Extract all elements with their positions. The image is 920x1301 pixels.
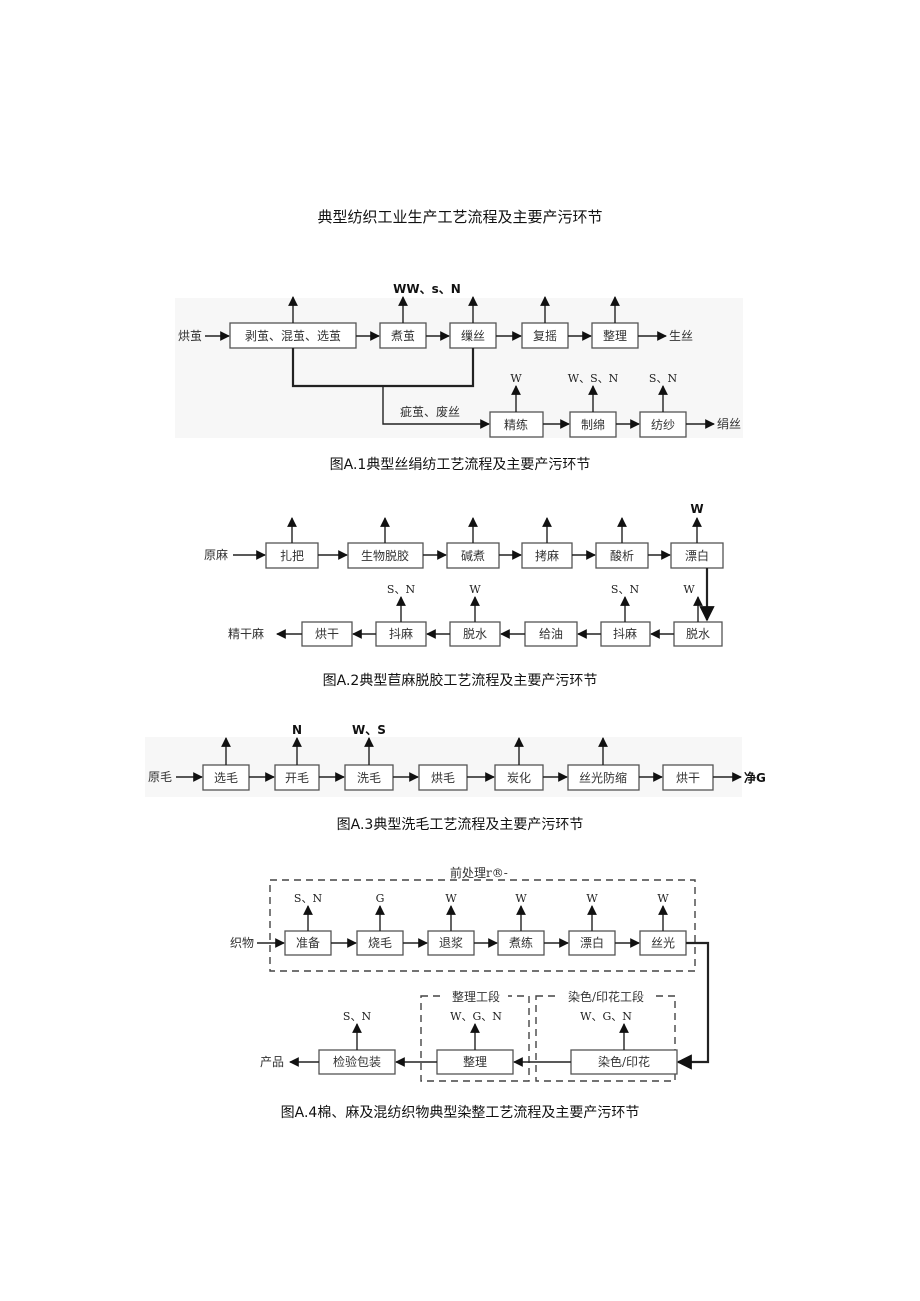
fig1-branch-label: 疵茧、废丝: [400, 404, 460, 419]
fig1-caption: 图A.1典型丝绢纺工艺流程及主要产污环节: [329, 457, 591, 473]
fig1-node-rereeling: [521, 322, 569, 349]
fig2-node-label: 生物脱胶: [361, 548, 409, 563]
fig2-node-label: 拷麻: [535, 548, 559, 563]
fig1-node-label: 复摇: [533, 329, 557, 343]
fig2-bottom-pollutant: W: [683, 583, 695, 596]
fig3-pollutant: N: [292, 723, 302, 737]
fig4-section-finish: 整理工段: [452, 989, 500, 1004]
fig4-pre-pollutant: W: [445, 892, 457, 905]
fig3-node-final-drying: [662, 764, 714, 791]
fig3-node-label: 开毛: [285, 771, 309, 785]
fig4-node-dyeing-printing: [570, 1049, 678, 1075]
fig2-caption: 图A.2典型苣麻脱胶工艺流程及主要产污环节: [322, 673, 598, 689]
fig2-input: 原麻: [204, 547, 228, 562]
figure-a3: 原毛 选毛 开毛 洗毛 烘毛 炭化 丝光防缩 烘干 净G N W、S: [145, 723, 766, 797]
fig3-node-opening: [274, 764, 320, 791]
fig4-pre-pollutant: W: [657, 892, 669, 905]
fig2-node-label: 漂白: [685, 548, 709, 563]
fig1-node-label: 整理: [603, 328, 627, 343]
fig4-finish-pollutant: W、G、N: [450, 1010, 502, 1023]
fig3-node-drying: [418, 764, 468, 791]
fig4-pre-pollutant: S、N: [294, 892, 323, 905]
fig2-node-bundling: [265, 542, 319, 569]
fig4-section-pre: 前处理r®-: [450, 865, 508, 880]
fig1-branch-node-label: 制绵: [581, 418, 605, 432]
fig4-dye-pollutant: W、G、N: [580, 1010, 632, 1023]
fig4-pre-pollutant: W: [515, 892, 527, 905]
fig4-pre-pollutant: G: [376, 892, 385, 905]
fig1-output: 生丝: [669, 329, 693, 343]
fig3-node-label: 炭化: [507, 771, 531, 785]
fig2-bottom-pollutant: W: [469, 583, 481, 596]
fig3-caption: 图A.3典型洗毛工艺流程及主要产污环节: [336, 817, 584, 833]
figure-a1: 烘茧 剥茧、混茧、选茧 煮茧 缫丝 复摇 整理 生丝 WW、s、N 疵茧、废丝 …: [175, 282, 743, 438]
fig3-pollutant: W、S: [352, 723, 386, 737]
fig2-output: 精干麻: [228, 626, 264, 641]
fig3-node-label: 丝光防缩: [579, 770, 627, 785]
fig4-pre-node-label: 烧毛: [368, 936, 392, 950]
fig2-node-label: 酸析: [610, 548, 634, 563]
fig2-node-label: 扎把: [280, 549, 304, 563]
fig4-caption: 图A.4棉、麻及混纺织物典型染整工艺流程及主要产污环节: [280, 1105, 640, 1121]
fig3-node-label: 烘毛: [431, 771, 455, 785]
page-title: 典型纺织工业生产工艺流程及主要产污环节: [317, 208, 603, 226]
fig3-output: 净G: [744, 770, 766, 785]
fig4-node-singeing: [356, 930, 404, 956]
fig2-node-label: 烘干: [315, 627, 339, 641]
fig4-pre-node-label: 煮练: [509, 935, 533, 950]
fig4-pack-pollutant: S、N: [343, 1010, 372, 1023]
fig1-branch-pollutant: W、S、N: [568, 372, 619, 385]
fig4-node-preparation: [284, 930, 332, 956]
fig2-node-shaking-2: [600, 621, 651, 647]
fig4-pretreatment-section: [269, 879, 696, 972]
fig3-node-label: 烘干: [676, 771, 700, 785]
fig4-input: 织物: [230, 936, 254, 950]
fig1-node-spinning: [639, 411, 687, 438]
fig2-node-bleaching: [670, 542, 724, 569]
fig1-branch-pollutant: W: [510, 372, 522, 385]
fig4-output: 产品: [260, 1055, 284, 1069]
fig3-input: 原毛: [148, 770, 172, 784]
fig2-node-label: 碱煮: [461, 549, 485, 563]
fig4-node-scouring: [497, 930, 545, 956]
fig4-pre-node-label: 漂白: [580, 935, 604, 950]
fig1-branch-output: 绢丝: [717, 416, 741, 431]
fig2-bottom-pollutant: S、N: [611, 583, 640, 596]
fig1-branch-pollutant: S、N: [649, 372, 678, 385]
fig4-dyeing-section: [535, 995, 676, 1082]
fig4-section-dye: 染色/印花工段: [568, 989, 644, 1004]
fig4-bottom-node-label: 整理: [463, 1054, 487, 1069]
fig1-pollutant-main: WW、s、N: [393, 282, 461, 296]
fig2-top-pollutant: W: [690, 502, 703, 516]
fig4-pre-node-label: 准备: [296, 936, 320, 950]
fig1-node-label: 剥茧、混茧、选茧: [245, 329, 341, 343]
fig2-node-label: 给油: [539, 627, 563, 641]
fig4-pre-node-label: 退浆: [439, 935, 463, 950]
fig2-node-label: 脱水: [686, 626, 710, 641]
fig1-branch-node-label: 纺纱: [651, 418, 675, 432]
figure-a4: 前处理r®- 织物 准备 烧毛 退浆 煮练 漂白 丝光 S、N G W W W …: [230, 865, 710, 1082]
fig2-node-label: 抖麻: [389, 626, 413, 641]
fig1-branch-node-label: 精练: [504, 417, 528, 432]
fig4-pre-node-label: 丝光: [651, 936, 675, 950]
fig4-node-bleaching: [568, 930, 616, 956]
fig1-input: 烘茧: [178, 329, 202, 343]
fig3-node-label: 选毛: [214, 771, 238, 785]
fig2-node-label: 脱水: [463, 626, 487, 641]
fig3-node-sorting: [202, 764, 250, 791]
fig4-pre-pollutant: W: [586, 892, 598, 905]
fig4-bottom-node-label: 检验包装: [333, 1054, 381, 1069]
fig2-node-label: 抖麻: [613, 626, 637, 641]
fig4-bottom-node-label: 染色/印花: [598, 1054, 650, 1069]
fig2-bottom-pollutant: S、N: [387, 583, 416, 596]
fig3-node-carbonizing: [494, 764, 544, 791]
fig3-node-label: 洗毛: [357, 771, 381, 785]
fig2-node-alkali-boil: [446, 542, 500, 569]
fig1-node-label: 缫丝: [461, 329, 485, 343]
fig1-node-label: 煮茧: [391, 329, 415, 343]
figure-a2: 原麻 扎把 生物脱胶 碱煮 拷麻 酸析 漂白 W 脱水 抖麻: [204, 502, 724, 647]
